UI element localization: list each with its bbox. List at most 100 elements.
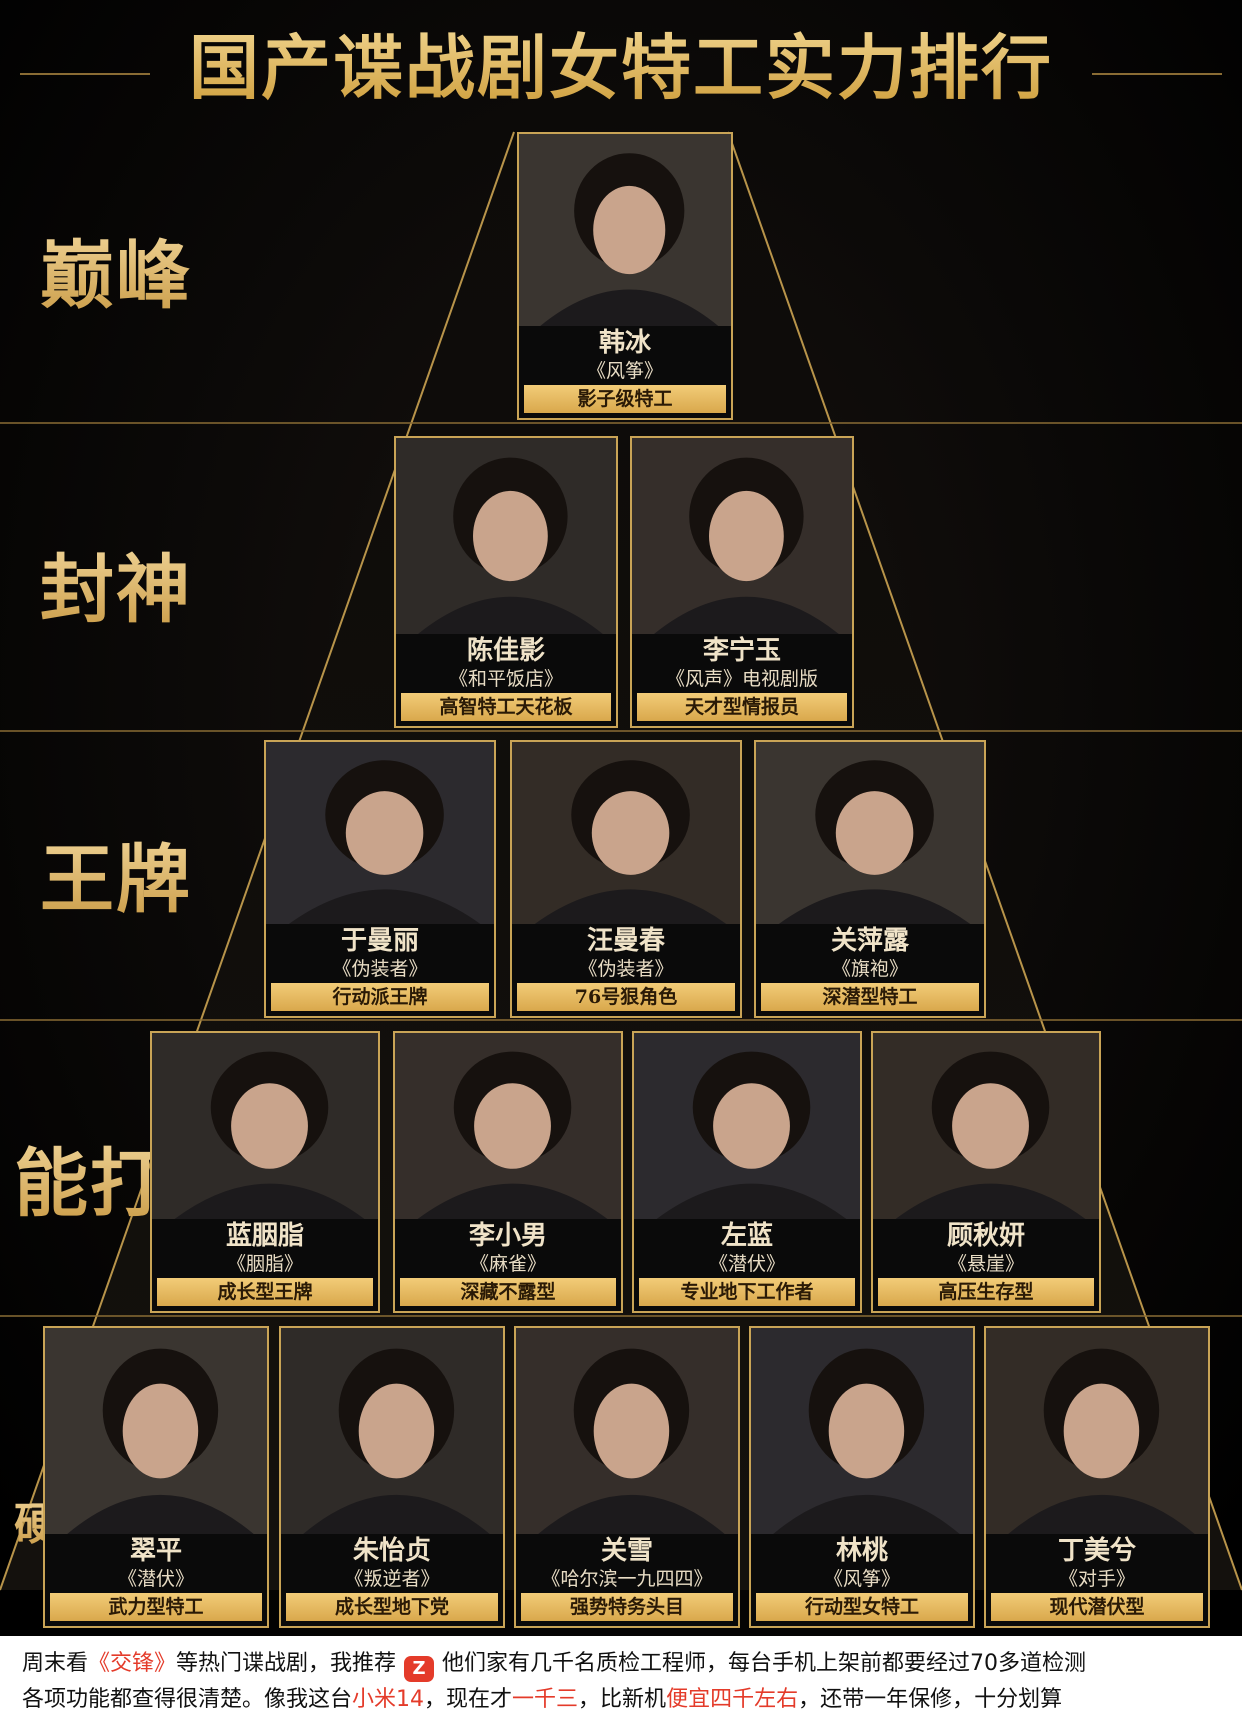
agent-name: 蓝胭脂 — [225, 1221, 304, 1251]
agent-name: 韩冰 — [598, 328, 651, 358]
portrait-photo — [266, 742, 494, 924]
agent-card[interactable]: 丁美兮《对手》现代潜伏型 — [984, 1326, 1210, 1628]
agent-name: 李宁玉 — [702, 636, 781, 666]
portrait-placeholder — [45, 1328, 267, 1534]
agent-name: 李小男 — [468, 1221, 547, 1251]
agent-name: 丁美兮 — [1057, 1536, 1136, 1566]
portrait-placeholder — [395, 1033, 621, 1219]
agent-card[interactable]: 顾秋妍《悬崖》高压生存型 — [871, 1031, 1101, 1313]
agent-name: 左蓝 — [720, 1221, 773, 1251]
page-title: 国产谍战剧女特工实力排行 — [160, 12, 1082, 124]
footer-text: 周末看 — [22, 1651, 89, 1676]
drama-title: 《潜伏》 — [708, 1253, 785, 1275]
tier-label-legend: 封神 — [40, 530, 192, 637]
agent-tag: 影子级特工 — [524, 385, 726, 413]
portrait-placeholder — [634, 1033, 860, 1219]
portrait-photo — [45, 1328, 267, 1534]
portrait-photo — [519, 134, 731, 326]
agent-card[interactable]: 林桃《风筝》行动型女特工 — [749, 1326, 975, 1628]
agent-card[interactable]: 关萍露《旗袍》深潜型特工 — [754, 740, 986, 1018]
tier-label-ace: 王牌 — [40, 820, 192, 927]
agent-name: 朱怡贞 — [352, 1536, 431, 1566]
portrait-placeholder — [396, 438, 616, 634]
portrait-placeholder — [281, 1328, 503, 1534]
portrait-photo — [873, 1033, 1099, 1219]
drama-title: 《叛逆者》 — [344, 1568, 440, 1590]
agent-tag: 高智特工天花板 — [401, 693, 611, 721]
drama-title: 《麻雀》 — [469, 1253, 546, 1275]
agent-name: 林桃 — [835, 1536, 888, 1566]
footer-text: 等热门谍战剧，我推荐 — [176, 1651, 397, 1676]
footer-highlight[interactable]: 《交锋》 — [88, 1651, 177, 1676]
agent-card[interactable]: 陈佳影《和平饭店》高智特工天花板 — [394, 436, 618, 728]
agent-card[interactable]: 李宁玉《风声》电视剧版天才型情报员 — [630, 436, 854, 728]
agent-tag: 强势特务头目 — [521, 1593, 733, 1621]
footer-text: ，还带一年保修，十分划算 — [798, 1687, 1063, 1712]
agent-card[interactable]: 翠平《潜伏》武力型特工 — [43, 1326, 269, 1628]
agent-card[interactable]: 关雪《哈尔滨一九四四》强势特务头目 — [514, 1326, 740, 1628]
agent-tag: 天才型情报员 — [637, 693, 847, 721]
portrait-placeholder — [632, 438, 852, 634]
drama-title: 《旗袍》 — [831, 958, 908, 980]
zhuanzhuan-logo-icon[interactable]: Z — [404, 1656, 435, 1682]
portrait-placeholder — [512, 742, 740, 924]
agent-card[interactable]: 朱怡贞《叛逆者》成长型地下党 — [279, 1326, 505, 1628]
drama-title: 《哈尔滨一九四四》 — [541, 1568, 713, 1590]
agent-card[interactable]: 李小男《麻雀》深藏不露型 — [393, 1031, 623, 1313]
drama-title: 《风筝》 — [823, 1568, 900, 1590]
portrait-photo — [281, 1328, 503, 1534]
portrait-photo — [152, 1033, 378, 1219]
portrait-placeholder — [986, 1328, 1208, 1534]
promo-footer: 周末看《交锋》等热门谍战剧，我推荐 Z 他们家有几千名质检工程师，每台手机上架前都要… — [0, 1636, 1242, 1726]
drama-title: 《对手》 — [1058, 1568, 1135, 1590]
agent-name: 顾秋妍 — [946, 1221, 1025, 1251]
portrait-photo — [632, 438, 852, 634]
portrait-placeholder — [751, 1328, 973, 1534]
portrait-placeholder — [519, 134, 731, 326]
agent-card[interactable]: 左蓝《潜伏》专业地下工作者 — [632, 1031, 862, 1313]
agent-name: 关雪 — [600, 1536, 653, 1566]
footer-text: 他们家有几千名质检工程师，每台手机上架前都要经过70多道检测 — [442, 1651, 1087, 1676]
footer-highlight: 便宜四千左右 — [666, 1687, 799, 1712]
portrait-photo — [516, 1328, 738, 1534]
agent-tag: 武力型特工 — [50, 1593, 262, 1621]
drama-title: 《风筝》 — [586, 360, 663, 382]
tier-label-capable: 能打 — [14, 1124, 166, 1231]
portrait-photo — [751, 1328, 973, 1534]
agent-name: 于曼丽 — [340, 926, 419, 956]
agent-card[interactable]: 韩冰《风筝》影子级特工 — [517, 132, 733, 420]
drama-title: 《悬崖》 — [947, 1253, 1024, 1275]
portrait-photo — [756, 742, 984, 924]
agent-tag: 专业地下工作者 — [639, 1278, 855, 1306]
drama-title: 《胭脂》 — [226, 1253, 303, 1275]
portrait-photo — [395, 1033, 621, 1219]
agent-name: 汪曼春 — [586, 926, 665, 956]
agent-name: 关萍露 — [830, 926, 909, 956]
agent-card[interactable]: 于曼丽《伪装者》行动派王牌 — [264, 740, 496, 1018]
tier-label-peak: 巅峰 — [40, 216, 192, 323]
agent-tag: 76号狠角色 — [517, 983, 735, 1011]
portrait-photo — [396, 438, 616, 634]
agent-name: 翠平 — [129, 1536, 182, 1566]
footer-text: ，比新机 — [578, 1687, 667, 1712]
footer-highlight: 一千三 — [512, 1687, 579, 1712]
portrait-photo — [986, 1328, 1208, 1534]
agent-card[interactable]: 汪曼春《伪装者》 76号狠角色 — [510, 740, 742, 1018]
agent-tag: 行动型女特工 — [756, 1593, 968, 1621]
drama-title: 《伪装者》 — [332, 958, 428, 980]
drama-title: 《风声》电视剧版 — [665, 668, 818, 690]
agent-tag: 现代潜伏型 — [991, 1593, 1203, 1621]
portrait-placeholder — [516, 1328, 738, 1534]
agent-name: 陈佳影 — [466, 636, 545, 666]
footer-line-2: 各项功能都查得很清楚。像我这台小米14，现在才一千三，比新机便宜四千左右，还带一… — [22, 1682, 1226, 1717]
portrait-photo — [512, 742, 740, 924]
drama-title: 《伪装者》 — [578, 958, 674, 980]
drama-title: 《和平饭店》 — [448, 668, 563, 690]
drama-title: 《潜伏》 — [117, 1568, 194, 1590]
footer-text: 各项功能都查得很清楚。像我这台 — [22, 1687, 353, 1712]
agent-card[interactable]: 蓝胭脂《胭脂》成长型王牌 — [150, 1031, 380, 1313]
agent-tag: 成长型地下党 — [286, 1593, 498, 1621]
footer-highlight[interactable]: 小米14 — [352, 1687, 425, 1712]
portrait-placeholder — [266, 742, 494, 924]
